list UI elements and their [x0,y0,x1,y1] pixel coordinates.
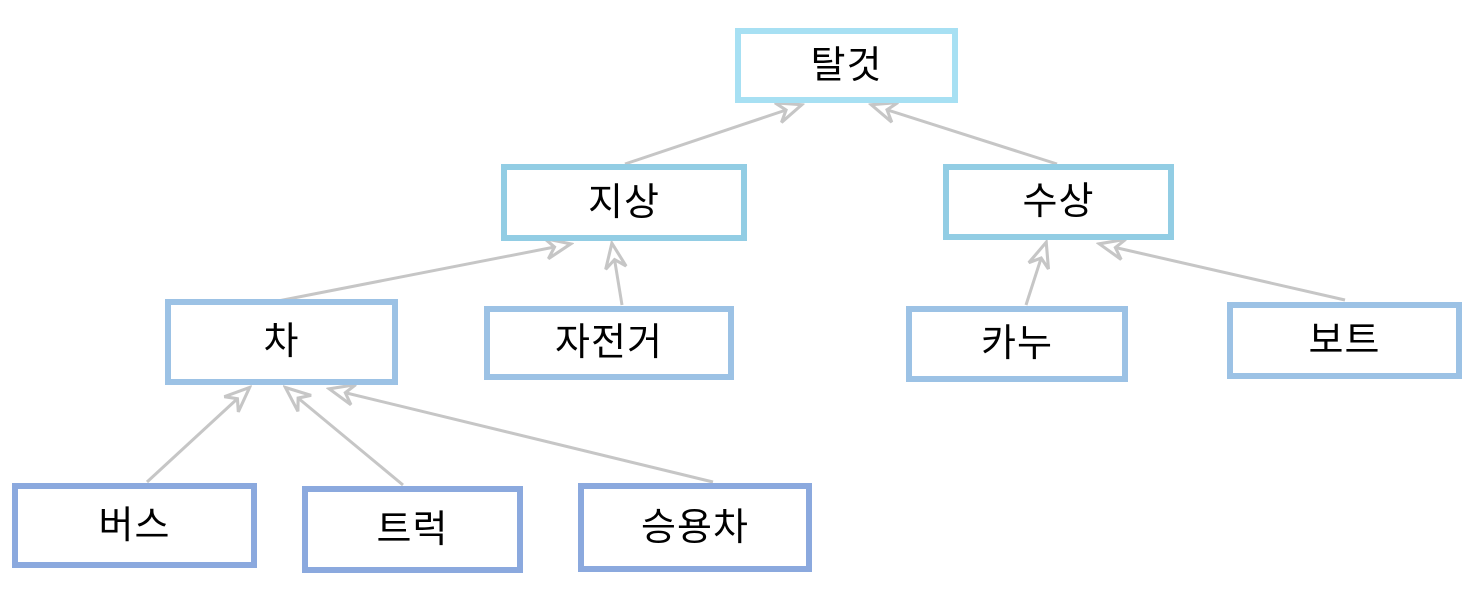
node-label-water: 수상 [1022,181,1095,223]
generalization-edge-bicycle-to-ground [612,244,622,306]
generalization-edge-sedan-to-car [330,389,714,484]
generalization-edge-truck-to-car [286,388,404,487]
node-label-car: 차 [263,321,300,363]
node-label-bicycle: 자전거 [555,322,663,364]
node-label-vehicle: 탈것 [810,44,883,87]
node-label-ground: 지상 [588,181,660,224]
generalization-edge-canoe-to-water [1024,243,1046,306]
generalization-edge-water-to-vehicle [872,105,1058,166]
generalization-edge-ground-to-vehicle [624,105,801,166]
generalization-edge-boat-to-water [1100,244,1346,302]
node-vehicle: 탈것 [735,28,958,103]
node-water: 수상 [943,164,1174,240]
node-label-canoe: 카누 [981,323,1053,365]
node-boat: 보트 [1227,302,1462,379]
node-label-truck: 트럭 [376,508,449,551]
node-ground: 지상 [501,164,747,241]
node-label-boat: 보트 [1308,319,1381,362]
node-canoe: 카누 [906,306,1128,382]
generalization-edge-car-to-ground [277,244,570,303]
node-car: 차 [165,299,398,385]
node-bus: 버스 [12,483,257,568]
node-label-sedan: 승용차 [641,506,749,549]
node-bicycle: 자전거 [484,306,734,380]
node-truck: 트럭 [302,486,523,573]
node-label-bus: 버스 [98,504,171,547]
generalization-edge-bus-to-car [145,388,249,484]
node-sedan: 승용차 [578,483,812,572]
